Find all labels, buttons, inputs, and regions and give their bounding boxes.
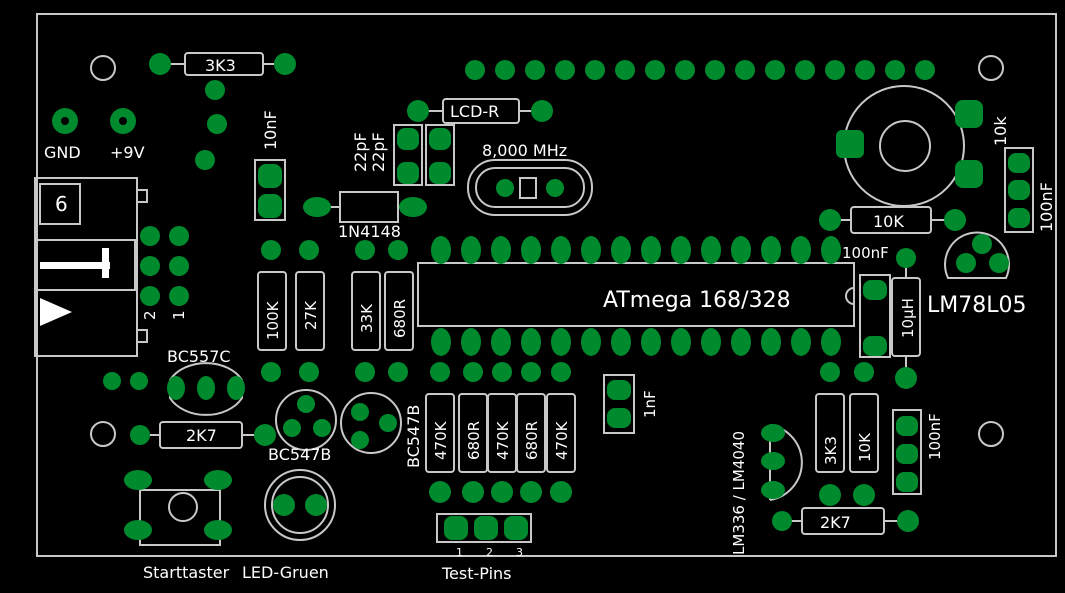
- testpin-3[interactable]: [504, 516, 528, 540]
- mounting-hole: [90, 55, 116, 81]
- label-470k-2: 470K: [494, 420, 512, 460]
- resistor-470k-1-body: [425, 393, 455, 473]
- label-100k: 100K: [264, 300, 282, 340]
- ic-body: [417, 262, 855, 327]
- label-bc547b-a: BC547B: [268, 445, 331, 464]
- resistor-10k-right-body: [849, 393, 879, 473]
- resistor-680r-a-body: [384, 271, 414, 351]
- label-gnd: GND: [44, 143, 81, 162]
- cap-100nf-lower-outline: [892, 409, 922, 495]
- label-100nf-lower: 100nF: [926, 413, 944, 460]
- label-lm336: LM336 / LM4040: [730, 431, 748, 555]
- label-conn-pin1: 1: [170, 310, 188, 320]
- label-680r-2: 680R: [523, 421, 541, 460]
- cap-22pf-b-outline: [425, 124, 455, 186]
- label-tp1: 1: [456, 546, 463, 559]
- connector-arrow-icon: [40, 298, 72, 326]
- label-bc557c: BC557C: [167, 347, 231, 366]
- label-100nf-right: 100nF: [1037, 182, 1056, 232]
- label-22pf-b: 22pF: [369, 132, 388, 172]
- label-diode: 1N4148: [338, 222, 401, 241]
- label-led: LED-Gruen: [242, 563, 329, 582]
- resistor-33k-body: [351, 271, 381, 351]
- label-100nf-mid: 100nF: [842, 244, 889, 262]
- bc557c-outline: [169, 362, 243, 416]
- resistor-3k3-right-body: [815, 393, 845, 473]
- bc547b-b-outline: [340, 392, 402, 454]
- label-10k-top: 10K: [873, 212, 904, 231]
- resistor-100k-body: [257, 271, 287, 351]
- label-tp2: 2: [486, 546, 493, 559]
- testpin-1[interactable]: [444, 516, 468, 540]
- label-conn-pin2: 2: [141, 310, 159, 320]
- label-3k3-top: 3K3: [205, 56, 236, 75]
- label-tp3: 3: [516, 546, 523, 559]
- cap-100nf-right-outline: [1004, 147, 1034, 233]
- label-1nf: 1nF: [641, 390, 659, 418]
- starttaster-outline: [139, 489, 221, 546]
- resistor-470k-3-body: [546, 393, 576, 473]
- label-2k7-right: 2K7: [820, 513, 851, 532]
- label-connector-num: 6: [55, 192, 68, 216]
- label-33k: 33K: [358, 303, 376, 333]
- label-470k-3: 470K: [553, 420, 571, 460]
- connector-outline: [34, 177, 138, 357]
- label-680r-a: 680R: [391, 299, 409, 338]
- label-3k3-right: 3K3: [822, 436, 840, 465]
- bc547b-a-outline: [275, 389, 337, 451]
- label-starttaster: Starttaster: [143, 563, 230, 582]
- testpin-header-outline: [436, 513, 532, 543]
- label-27k: 27K: [302, 300, 320, 330]
- crystal-outline: [467, 159, 593, 216]
- resistor-680r-2-body: [516, 393, 546, 473]
- testpin-2[interactable]: [474, 516, 498, 540]
- label-2k7-left: 2K7: [186, 426, 217, 445]
- label-470k-1: 470K: [432, 420, 450, 460]
- label-pot-10k: 10k: [991, 116, 1010, 146]
- cap-1nf-outline: [603, 374, 635, 434]
- resistor-27k-body: [295, 271, 325, 351]
- label-10uh: 10µH: [899, 298, 917, 338]
- cap-10nf-outline: [254, 159, 286, 221]
- label-10nf: 10nF: [261, 110, 280, 150]
- mounting-hole: [978, 421, 1004, 447]
- label-10k-right: 10K: [856, 432, 874, 462]
- led-outline: [264, 469, 336, 541]
- label-crystal: 8,000 MHz: [482, 141, 567, 160]
- label-testpins: Test-Pins: [441, 564, 512, 583]
- mounting-hole: [90, 421, 116, 447]
- cap-22pf-a-outline: [393, 124, 423, 186]
- diode-body: [339, 191, 399, 223]
- label-bc547b-b: BC547B: [404, 405, 423, 468]
- cap-100nf-mid-outline: [859, 274, 891, 358]
- pads: [52, 53, 1030, 540]
- label-680r-1: 680R: [465, 421, 483, 460]
- label-lcd-r: LCD-R: [450, 102, 499, 121]
- label-ic: ATmega 168/328: [603, 288, 791, 313]
- label-9v: +9V: [110, 143, 145, 162]
- mounting-hole: [978, 55, 1004, 81]
- label-lm78l05: LM78L05: [927, 293, 1026, 318]
- label-22pf-a: 22pF: [351, 132, 370, 172]
